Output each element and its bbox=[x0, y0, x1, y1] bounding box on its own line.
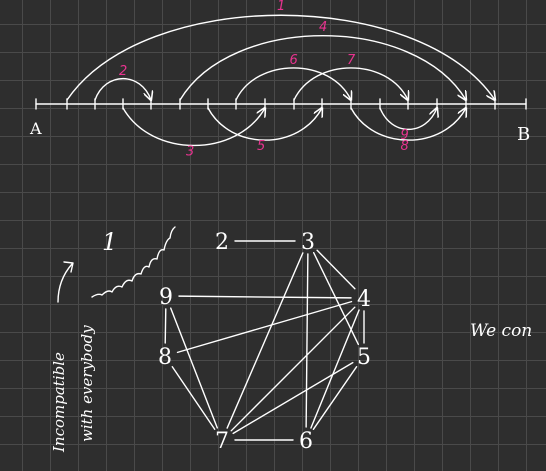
edge-3-5 bbox=[312, 251, 360, 346]
interval-arc-label-1: 1 bbox=[277, 0, 285, 14]
edge-7-5 bbox=[232, 361, 354, 435]
interval-arcs: 1 2 3 4 5 6 7 89 bbox=[66, 0, 495, 160]
edge-9-8 bbox=[164, 308, 167, 344]
edge-3-6 bbox=[305, 253, 309, 428]
graph-edges bbox=[164, 240, 365, 441]
side-note-text: We con bbox=[470, 321, 532, 341]
interval-arc-4 bbox=[179, 35, 466, 100]
note-with-everybody: with everybody bbox=[78, 325, 96, 442]
graph-node-5: 5 bbox=[357, 345, 371, 370]
interval-arc-2 bbox=[94, 77, 151, 100]
interval-arc-label-3: 3 bbox=[186, 145, 194, 160]
interval-arc-label-9: 9 bbox=[401, 128, 409, 143]
interval-arc-3 bbox=[122, 108, 265, 146]
interval-arc-5 bbox=[207, 108, 322, 141]
edge-9-7 bbox=[170, 307, 218, 429]
edge-9-4 bbox=[178, 295, 352, 299]
interval-arc-label-2: 2 bbox=[119, 64, 127, 79]
graph-node-8: 8 bbox=[158, 345, 172, 370]
edge-3-7 bbox=[226, 252, 304, 429]
graph-node-7: 7 bbox=[215, 429, 229, 454]
edge-3-4 bbox=[316, 249, 356, 290]
edge-8-4 bbox=[176, 300, 353, 354]
interval-arc-label-8: 8 bbox=[401, 139, 409, 154]
timeline-start-label: A bbox=[29, 119, 42, 138]
interval-arc-9 bbox=[379, 108, 437, 131]
curved-pointer-arrow bbox=[57, 261, 74, 303]
graph-node-3: 3 bbox=[301, 230, 315, 255]
interval-arc-label-5: 5 bbox=[257, 139, 265, 154]
edge-4-6 bbox=[310, 309, 360, 429]
interval-arc-6 bbox=[235, 67, 351, 100]
interval-arc-label-4: 4 bbox=[319, 20, 327, 35]
graph-node-6: 6 bbox=[299, 429, 313, 454]
interval-timeline: A B 1 2 3 4 5 6 7 89 bbox=[29, 0, 530, 160]
edge-8-7 bbox=[171, 366, 216, 430]
edge-4-7 bbox=[230, 306, 356, 432]
graph-nodes: 2 3 4 5 6 7 8 9 bbox=[158, 230, 371, 454]
isolated-node-group: 1 Incompatible with everybody bbox=[50, 226, 176, 453]
node-1-label: 1 bbox=[102, 228, 117, 256]
interval-arc-7 bbox=[293, 67, 408, 100]
interval-arc-label-6: 6 bbox=[290, 53, 298, 68]
graph-node-9: 9 bbox=[159, 285, 173, 310]
interval-arc-label-7: 7 bbox=[347, 53, 356, 68]
interval-arc-8 bbox=[350, 108, 466, 141]
conflict-graph: 2 3 4 5 6 7 8 9 bbox=[158, 230, 371, 454]
graph-node-2: 2 bbox=[215, 230, 229, 255]
timeline-end-label: B bbox=[517, 124, 530, 145]
note-incompatible: Incompatible bbox=[50, 352, 68, 453]
graph-node-4: 4 bbox=[357, 287, 371, 312]
edge-6-5 bbox=[312, 365, 358, 431]
wavy-arrow-line bbox=[91, 226, 176, 298]
interval-arc-1 bbox=[66, 14, 495, 100]
